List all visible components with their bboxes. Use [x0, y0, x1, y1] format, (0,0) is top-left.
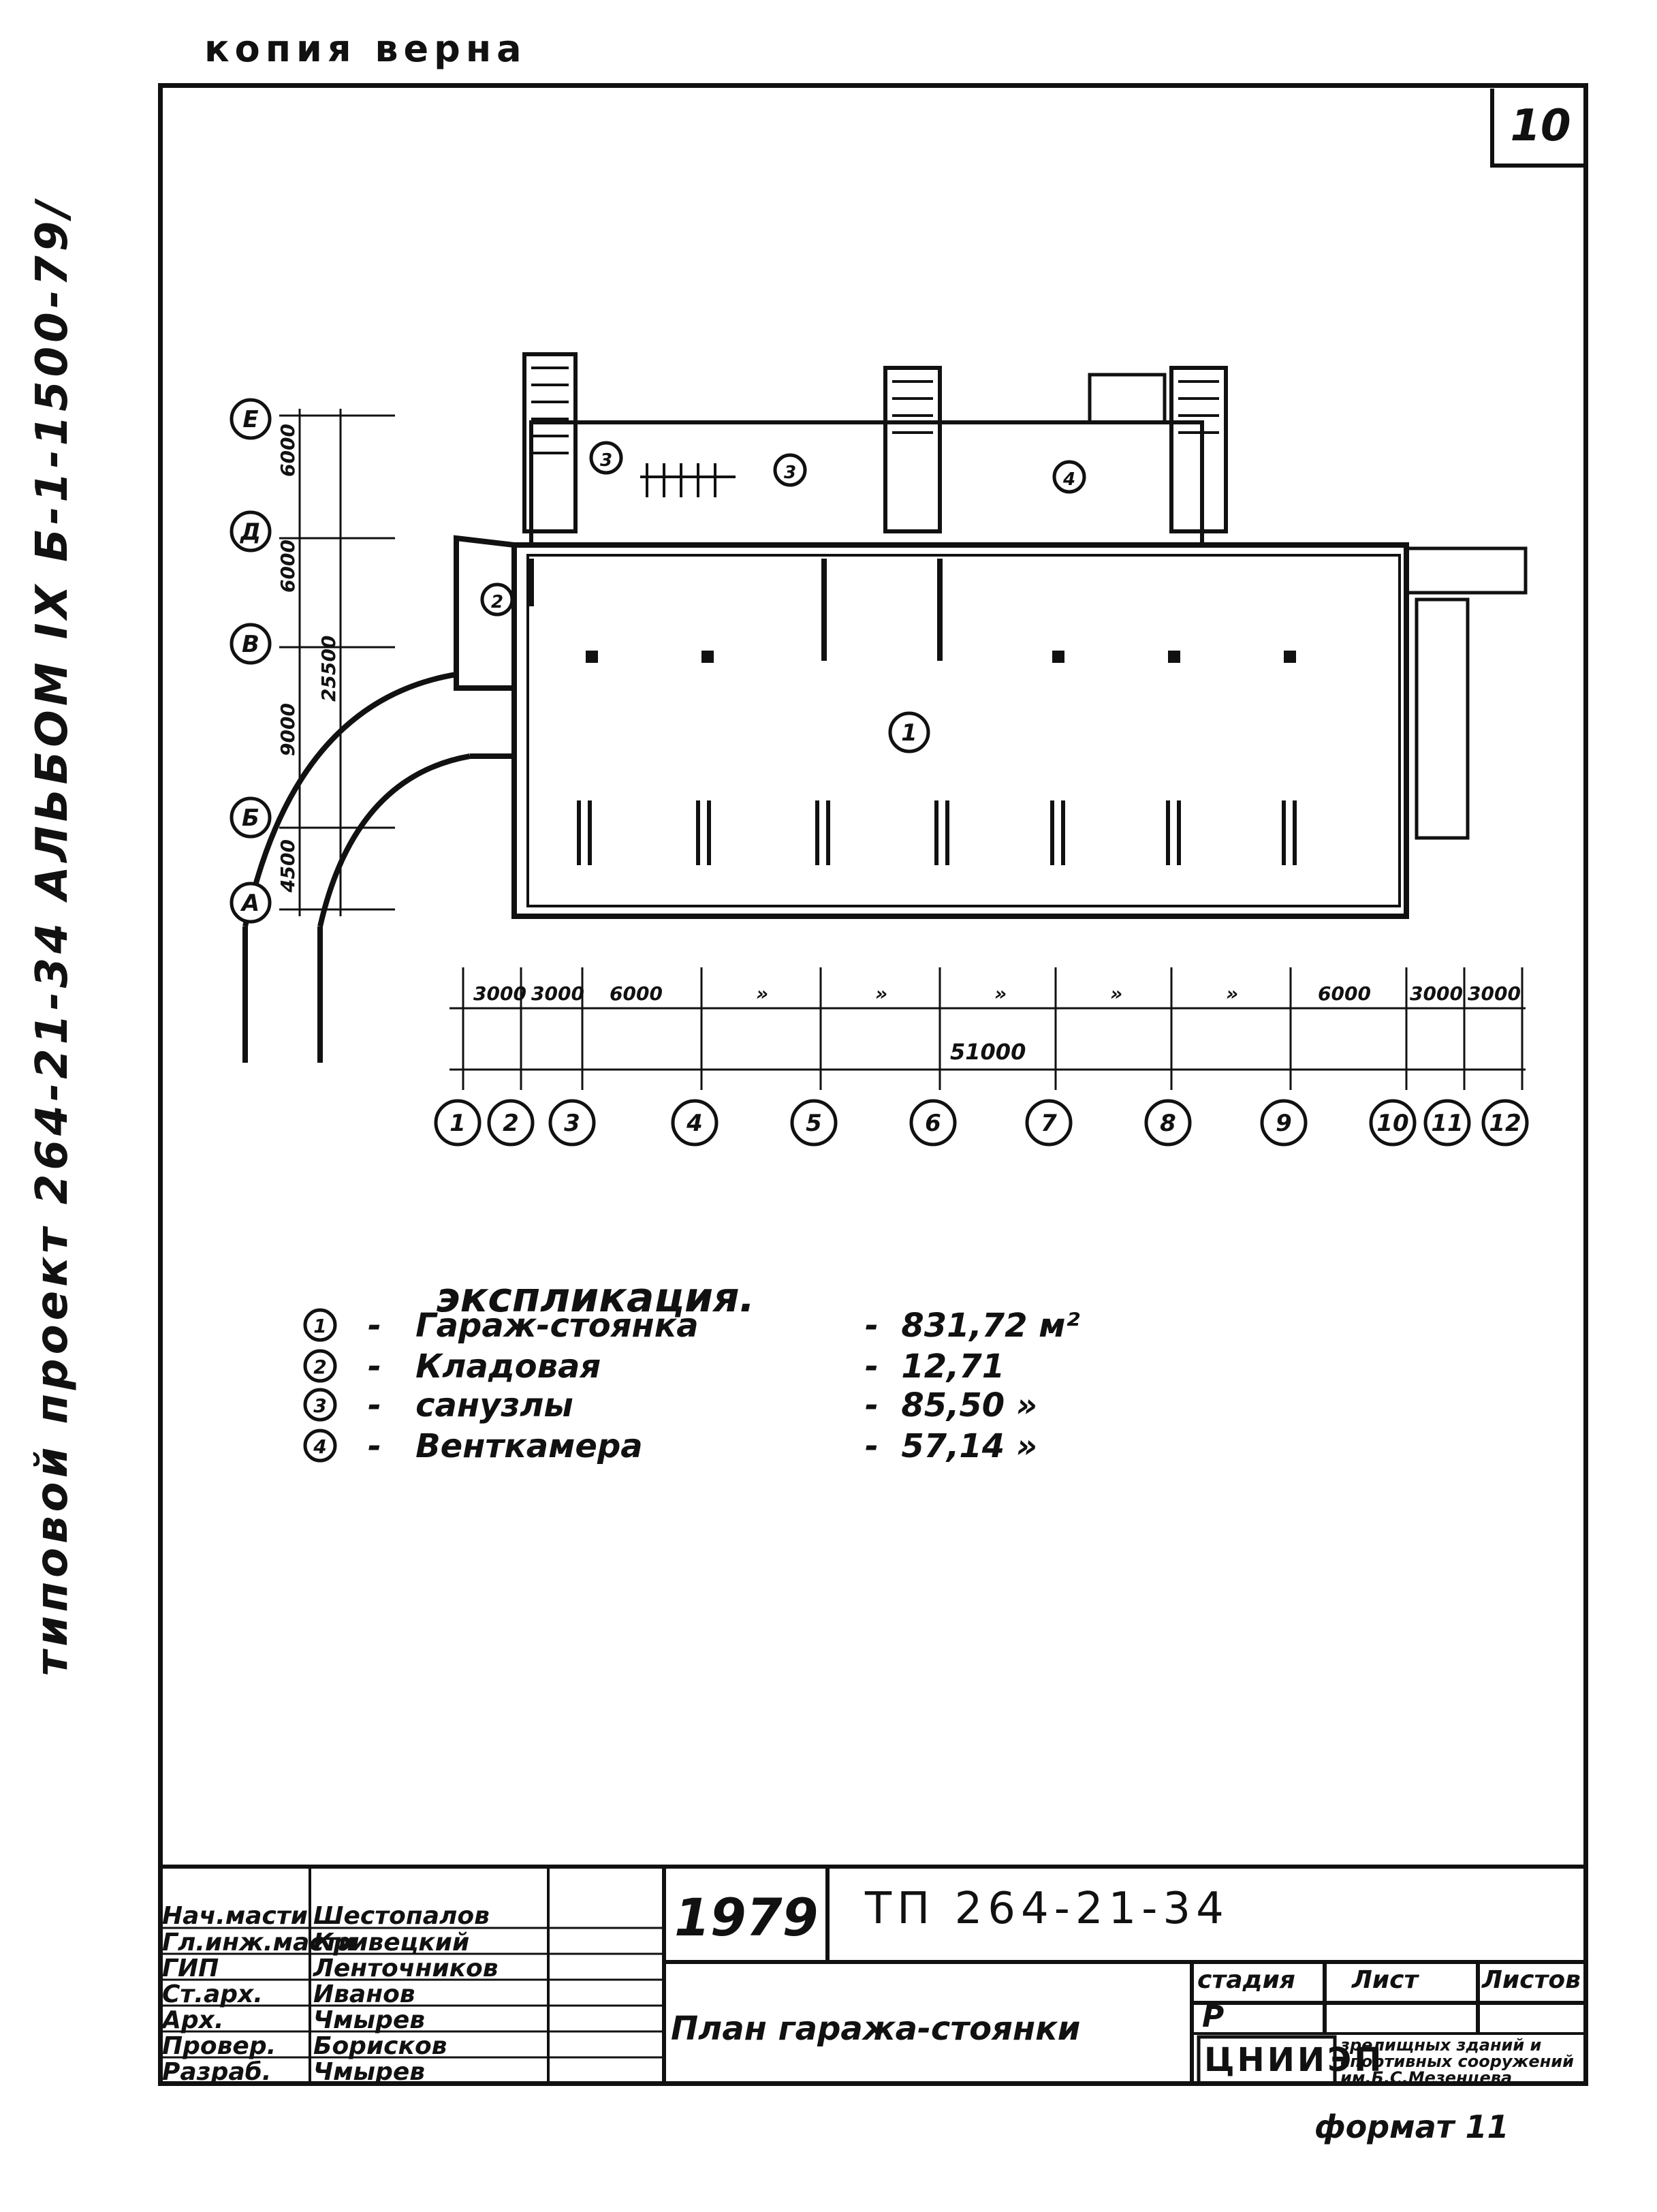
col-total-dim: 51000: [950, 1039, 1026, 1065]
role-label: ГИП: [162, 1954, 219, 1982]
stairwell-left: [522, 352, 578, 533]
column: [701, 651, 714, 663]
col-dim: 6000: [1318, 982, 1371, 1005]
row-dim: 6000: [277, 424, 299, 477]
format-note: формат 11: [1314, 2108, 1509, 2145]
col-dim: 3000: [1468, 982, 1521, 1005]
room-mark: 1: [901, 719, 917, 747]
col-axis-label: 1: [449, 1110, 466, 1137]
stairwell-center: [883, 366, 942, 533]
sheet-title: План гаража-стоянки: [671, 2010, 1081, 2048]
col-dim: 3000: [531, 982, 584, 1005]
upper-annex: [529, 420, 1204, 547]
col-axis-label: 5: [806, 1110, 822, 1137]
sheets-header: Листов: [1482, 1966, 1581, 1994]
col-dim: »: [875, 982, 887, 1005]
col-axis-label: 4: [686, 1110, 703, 1137]
year: 1979: [674, 1887, 819, 1948]
org-logo: ЦНИИЭП: [1204, 2041, 1385, 2079]
explication-row: - Кладовая: [368, 1348, 601, 1386]
room-mark: 3: [600, 450, 612, 471]
explication-mark: 1: [313, 1315, 326, 1337]
person-name: Борисков: [313, 2032, 447, 2060]
room-mark: 3: [784, 463, 796, 483]
sheet-number: 10: [1490, 89, 1587, 168]
explication-mark: 2: [313, 1356, 326, 1378]
col-dim: 3000: [473, 982, 526, 1005]
explication-row: - Гараж-стоянка: [368, 1307, 699, 1345]
row-total-dim: 25500: [317, 636, 340, 702]
person-name: Ленточников: [313, 1954, 499, 1982]
room-mark: 4: [1062, 469, 1075, 490]
row-axis-label: Д: [240, 518, 261, 546]
person-name: Чмырев: [313, 2058, 426, 2086]
entry-ramp-outer: [242, 672, 457, 927]
explication-title: экспликация.: [436, 1274, 755, 1322]
explication-name: Гараж-стоянка: [415, 1307, 699, 1345]
role-label: Ст.арх.: [162, 1980, 263, 2008]
row-axis-label: В: [242, 631, 259, 658]
col-axis-label: 7: [1041, 1110, 1057, 1137]
col-axis-label: 11: [1431, 1110, 1463, 1137]
person-name: Кривецкий: [313, 1929, 470, 1957]
explication-mark: 4: [313, 1435, 326, 1458]
explication-row: - санузлы: [368, 1386, 573, 1424]
sheet-header: Лист: [1352, 1966, 1419, 1994]
column: [1284, 651, 1296, 663]
stage-header: стадия: [1197, 1966, 1295, 1994]
col-dim: »: [994, 982, 1007, 1005]
row-dim: 9000: [277, 703, 299, 756]
column: [1168, 651, 1180, 663]
explication-area: - 85,50 »: [865, 1386, 1038, 1424]
col-dim: »: [1110, 982, 1122, 1005]
col-dim: 6000: [610, 982, 663, 1005]
role-label: Разраб.: [162, 2058, 272, 2086]
drawing-code: ТП 264-21-34: [865, 1884, 1229, 1934]
room-mark: 2: [491, 592, 503, 612]
explication-name: Кладовая: [415, 1348, 601, 1386]
col-axis-label: 8: [1160, 1110, 1176, 1137]
col-dim: »: [1226, 982, 1238, 1005]
row-dim: 4500: [277, 839, 299, 893]
explication-area: - 12,71: [865, 1348, 1005, 1386]
col-dim: 3000: [1410, 982, 1463, 1005]
copy-certified-note: копия верна: [204, 27, 527, 70]
explication-area: - 831,72 м²: [865, 1307, 1080, 1345]
col-axis-label: 9: [1276, 1110, 1292, 1137]
role-label: Арх.: [162, 2006, 224, 2034]
explication-name: санузлы: [415, 1386, 573, 1424]
person-name: Иванов: [313, 1980, 415, 2008]
person-name: Шестопалов: [313, 1902, 490, 1930]
role-label: Провер.: [162, 2032, 277, 2060]
col-dim: »: [756, 982, 768, 1005]
right-annex: [1415, 597, 1470, 840]
org-name: зрелищных зданий и спортивных сооружений…: [1340, 2036, 1574, 2087]
role-label: Гл.инж.масти: [162, 1929, 356, 1957]
garage-hall-inner: [526, 554, 1401, 907]
explication-mark: 3: [313, 1395, 326, 1417]
column: [1052, 651, 1064, 663]
column: [586, 651, 598, 663]
row-axis-label: Е: [242, 406, 258, 433]
role-label: Нач.масти: [162, 1902, 308, 1930]
col-axis-label: 6: [925, 1110, 941, 1137]
row-axis-label: А: [240, 890, 259, 917]
explication-name: Венткамера: [415, 1427, 643, 1465]
col-axis-label: 3: [564, 1110, 580, 1137]
person-name: Чмырев: [313, 2006, 426, 2034]
entry-ramp-inner: [317, 753, 471, 927]
col-axis-label: 10: [1376, 1110, 1408, 1137]
stairwell-right: [1169, 366, 1228, 533]
stage-value: Р: [1202, 1999, 1225, 2034]
drawing-frame: [158, 83, 1588, 2086]
row-axis-label: Б: [242, 805, 259, 832]
explication-row: - Венткамера: [368, 1427, 643, 1465]
col-axis-label: 2: [503, 1110, 519, 1137]
left-annex-wall: [454, 535, 515, 691]
row-dim: 6000: [277, 540, 299, 593]
explication-area: - 57,14 »: [865, 1427, 1038, 1465]
col-axis-label: 12: [1489, 1110, 1521, 1137]
